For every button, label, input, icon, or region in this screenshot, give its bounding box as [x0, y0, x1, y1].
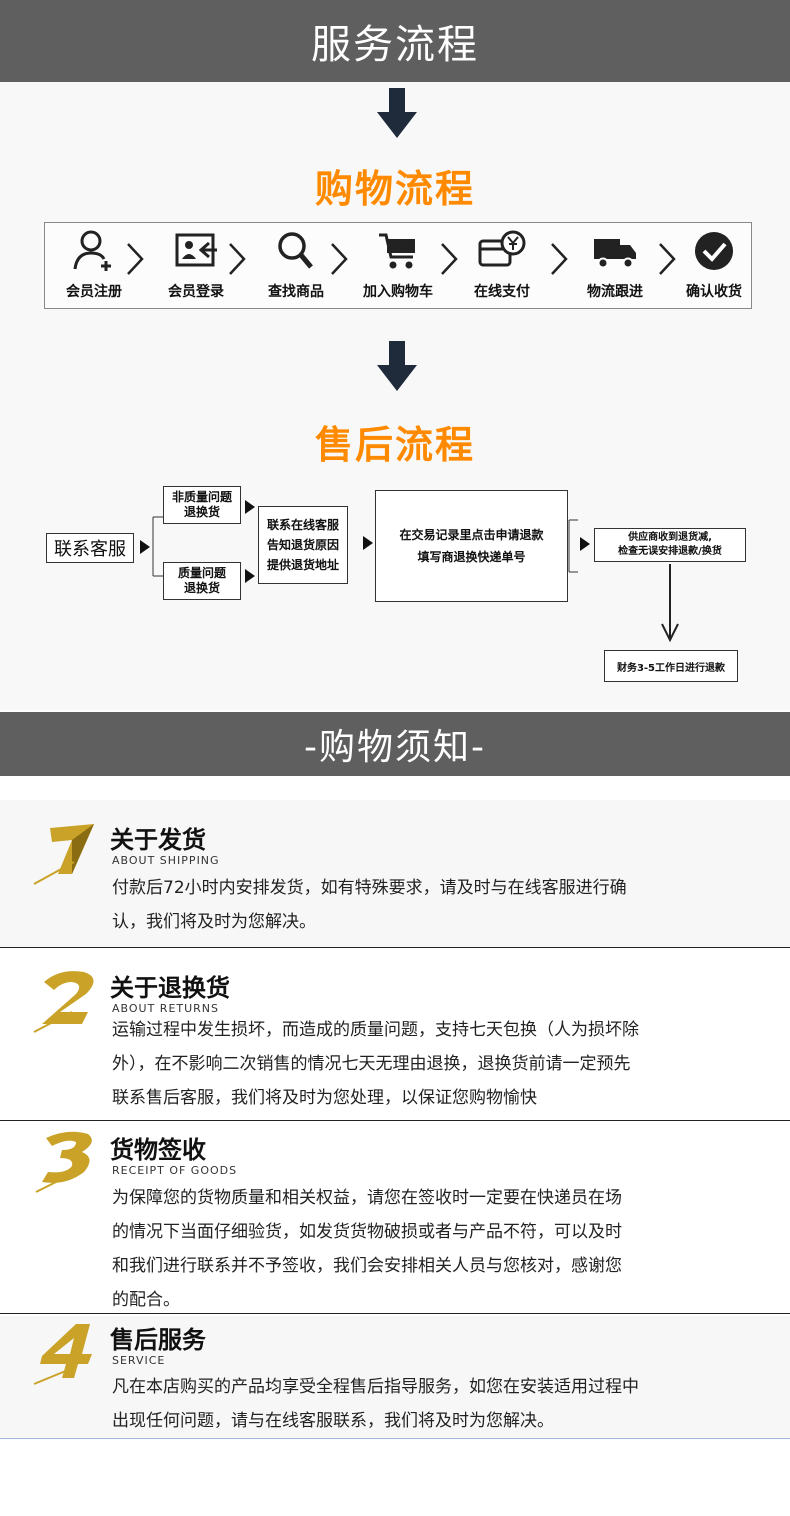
notice-service: 售后服务 SERVICE 凡在本店购买的产品均享受全程售后指导服务，如您在安装适…	[0, 1316, 790, 1438]
non-quality-return-text: 非质量问题退换货	[171, 490, 232, 519]
user-add-icon	[73, 230, 111, 271]
process-panel	[0, 82, 790, 710]
step-label: 会员登录	[168, 284, 224, 300]
notice-line: 付款后72小时内安排发货，如有特殊要求，请及时与在线客服进行确	[112, 878, 627, 898]
non-quality-return-box: 非质量问题退换货	[163, 486, 241, 524]
contact-online-service-box: 联系在线客服 告知退货原因 提供退货地址	[258, 506, 348, 584]
service-process-banner: 服务流程	[0, 0, 790, 82]
number-4-icon	[33, 1324, 92, 1385]
notice-returns: 关于退换货 ABOUT RETURNS 运输过程中发生损坏，而造成的质量问题，支…	[0, 962, 790, 1120]
notice-shipping: 关于发货 ABOUT SHIPPING 付款后72小时内安排发货，如有特殊要求，…	[0, 800, 790, 948]
divider	[0, 1120, 790, 1121]
number-1-icon	[33, 824, 94, 885]
login-card-icon	[175, 233, 217, 267]
transaction-record-box: 在交易记录里点击申请退款 填写商退换快递单号	[375, 490, 568, 602]
supplier-check-box: 供应商收到退货减, 检查无误安排退款/换货	[594, 528, 746, 562]
step-online-payment: 在线支付	[457, 223, 547, 310]
number-3-icon	[35, 1131, 92, 1193]
divider	[0, 1438, 790, 1439]
notice-title: 货物签收	[110, 1136, 206, 1164]
divider	[0, 1313, 790, 1314]
quality-return-box: 质量问题退换货	[163, 562, 241, 600]
quality-return-text: 质量问题退换货	[177, 566, 226, 595]
chevron-right-icon	[551, 243, 568, 275]
banner-title: -购物须知-	[304, 727, 486, 768]
flow-text: 联系在线客服	[266, 518, 339, 532]
contact-service-box: 联系客服	[46, 533, 134, 563]
shopping-process-title: 购物流程	[314, 167, 475, 211]
flow-text: 填写商退换快递单号	[417, 550, 526, 564]
notice-line: 联系售后客服，我们将及时为您处理，以保证您购物愉快	[112, 1088, 537, 1108]
shopping-steps: 会员注册 会员登录 查找商品 加入购物车	[44, 222, 752, 309]
step-label: 确认收货	[686, 284, 742, 300]
cart-icon	[379, 233, 415, 269]
step-confirm-receipt: 确认收货	[669, 223, 759, 310]
chevron-right-icon	[127, 243, 144, 275]
notice-line: 的配合。	[112, 1290, 180, 1310]
flow-text: 提供退货地址	[266, 558, 339, 572]
notice-line: 出现任何问题，请与在线客服联系，我们将及时为您解决。	[112, 1411, 554, 1431]
truck-icon	[594, 239, 636, 269]
step-search: 查找商品	[251, 223, 341, 310]
notice-subtitle: ABOUT RETURNS	[112, 1002, 220, 1015]
chevron-right-icon	[229, 243, 246, 275]
notice-body: 为保障您的货物质量和相关权益，请您在签收时一定要在快递员在场 的情况下当面仔细验…	[112, 1181, 752, 1317]
notice-subtitle: RECEIPT OF GOODS	[112, 1164, 238, 1177]
notice-line: 外），在不影响二次销售的情况七天无理由退换，退换货前请一定预先	[112, 1054, 631, 1074]
chevron-right-icon	[441, 243, 458, 275]
flow-text: 供应商收到退货减,	[628, 532, 712, 543]
notice-title: 关于发货	[110, 826, 206, 854]
flow-text: 告知退货原因	[266, 538, 339, 552]
search-icon	[278, 232, 313, 269]
notice-receipt: 货物签收 RECEIPT OF GOODS 为保障您的货物质量和相关权益，请您在…	[0, 1124, 790, 1314]
step-label: 加入购物车	[363, 284, 433, 300]
step-add-to-cart: 加入购物车	[353, 223, 443, 310]
step-label: 查找商品	[268, 284, 324, 300]
step-login: 会员登录	[151, 223, 241, 310]
step-register: 会员注册	[49, 223, 139, 310]
notice-body: 运输过程中发生损坏，而造成的质量问题，支持七天包换（人为损坏除 外），在不影响二…	[112, 1013, 752, 1115]
payment-card-icon	[478, 230, 526, 267]
notice-line: 和我们进行联系并不予签收，我们会安排相关人员与您核对，感谢您	[112, 1256, 622, 1276]
banner-title: 服务流程	[311, 22, 479, 68]
divider	[0, 947, 790, 948]
notice-line: 运输过程中发生损坏，而造成的质量问题，支持七天包换（人为损坏除	[112, 1020, 639, 1040]
step-label: 会员注册	[66, 284, 122, 300]
notice-line: 认，我们将及时为您解决。	[112, 912, 316, 932]
step-label: 物流跟进	[587, 284, 643, 300]
aftersale-flow-connectors	[140, 500, 679, 643]
notice-line: 凡在本店购买的产品均享受全程售后指导服务，如您在安装适用过程中	[112, 1377, 639, 1397]
notice-subtitle: ABOUT SHIPPING	[112, 854, 220, 867]
step-logistics: 物流跟进	[570, 223, 660, 310]
notice-title: 售后服务	[110, 1326, 206, 1354]
check-circle-icon	[695, 232, 733, 270]
chevron-right-icon	[659, 243, 676, 275]
notice-body: 凡在本店购买的产品均享受全程售后指导服务，如您在安装适用过程中 出现任何问题，请…	[112, 1370, 752, 1438]
down-arrow-icon	[377, 341, 417, 391]
notice-subtitle: SERVICE	[112, 1354, 166, 1367]
step-label: 在线支付	[474, 284, 530, 300]
notice-title: 关于退换货	[110, 974, 230, 1002]
notice-body: 付款后72小时内安排发货，如有特殊要求，请及时与在线客服进行确 认，我们将及时为…	[112, 871, 752, 939]
number-2-icon	[33, 971, 94, 1033]
flow-text: 检查无误安排退款/换货	[618, 546, 722, 557]
notice-line: 的情况下当面仔细验货，如发货货物破损或者与产品不符，可以及时	[112, 1222, 622, 1242]
chevron-right-icon	[331, 243, 348, 275]
down-arrow-icon	[377, 88, 417, 138]
notice-line: 为保障您的货物质量和相关权益，请您在签收时一定要在快递员在场	[112, 1188, 622, 1208]
aftersale-process-title: 售后流程	[314, 423, 475, 467]
flow-text: 在交易记录里点击申请退款	[399, 528, 544, 542]
finance-refund-box: 财务3-5工作日进行退款	[604, 650, 738, 682]
shopping-notice-banner: -购物须知-	[0, 712, 790, 776]
